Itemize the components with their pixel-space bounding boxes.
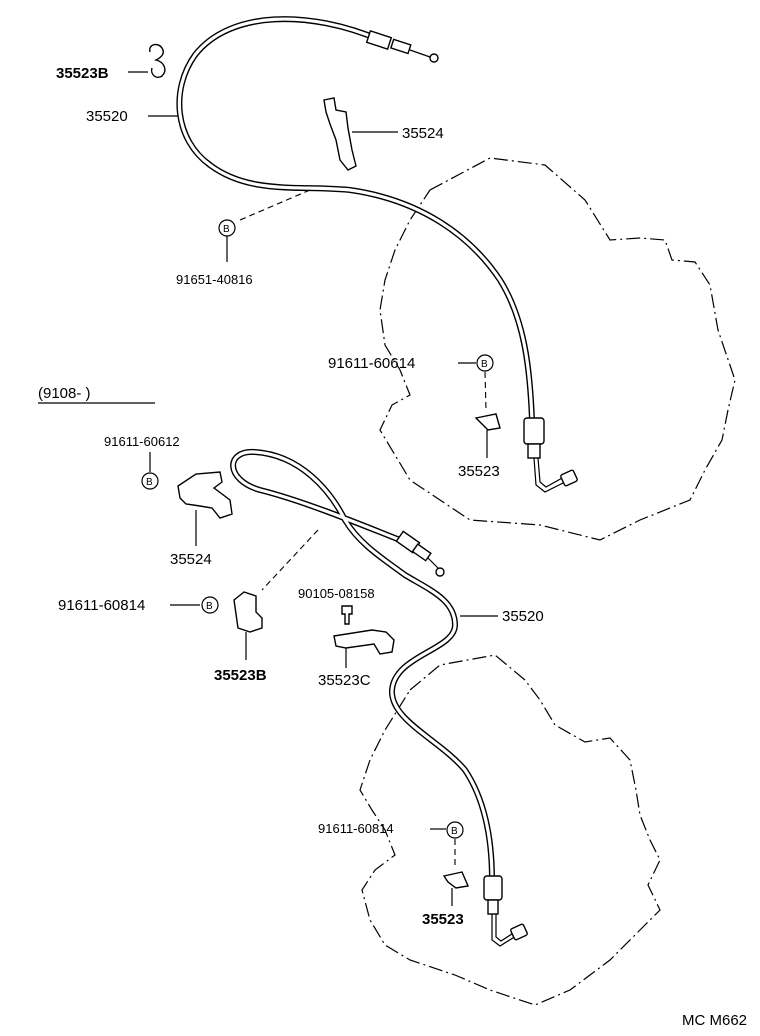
diagram-code: MC M662 (682, 1012, 747, 1029)
label-35523c: 35523C (318, 672, 371, 689)
transmission-outline-upper (379, 157, 736, 541)
label-35520-lower: 35520 (502, 608, 544, 625)
svg-text:B: B (206, 601, 213, 612)
label-35520-upper: 35520 (86, 108, 128, 125)
label-91611-d: 91611-60814 (318, 821, 394, 836)
transmission-outline-lower (359, 654, 661, 1006)
clip-35523b-lower (233, 591, 263, 633)
svg-text:B: B (481, 359, 488, 370)
clip-35523-lower (442, 871, 469, 889)
label-35524-upper: 35524 (402, 125, 444, 142)
label-91611-c: 91611-60814 (58, 597, 145, 614)
label-35523-upper: 35523 (458, 463, 500, 480)
bolt-b4-icon (201, 596, 219, 614)
clip-35523-upper (474, 413, 501, 431)
label-35524-lower: 35524 (170, 551, 212, 568)
label-91611-b: 91611-60612 (104, 434, 180, 449)
label-91651: 91651-40816 (176, 272, 253, 287)
svg-text:B: B (223, 224, 230, 235)
label-91611-a: 91611-60614 (328, 355, 415, 372)
bracket-35524-lower (177, 471, 233, 519)
dash-bolt-b1 (239, 189, 311, 221)
bolt-b2-icon (476, 354, 494, 372)
bracket-35523c (333, 629, 395, 655)
label-35523-lower: 35523 (422, 911, 464, 928)
label-35523b-upper: 35523B (56, 65, 109, 82)
label-35523b-lower: 35523B (214, 667, 267, 684)
clip-35523b-upper (128, 43, 166, 78)
label-90105: 90105-08158 (298, 586, 375, 601)
dash-clip-lower (261, 529, 319, 591)
date-range: (9108- ) (38, 385, 91, 402)
bolt-90105-icon (341, 605, 353, 625)
cable-35520-upper (176, 16, 578, 493)
bracket-35524-upper (323, 97, 357, 171)
bolt-b3-icon (141, 472, 159, 490)
svg-text:B: B (146, 477, 153, 488)
svg-text:B: B (451, 826, 458, 837)
cable-35520-lower (230, 448, 528, 947)
bolt-b5-icon (446, 821, 464, 839)
